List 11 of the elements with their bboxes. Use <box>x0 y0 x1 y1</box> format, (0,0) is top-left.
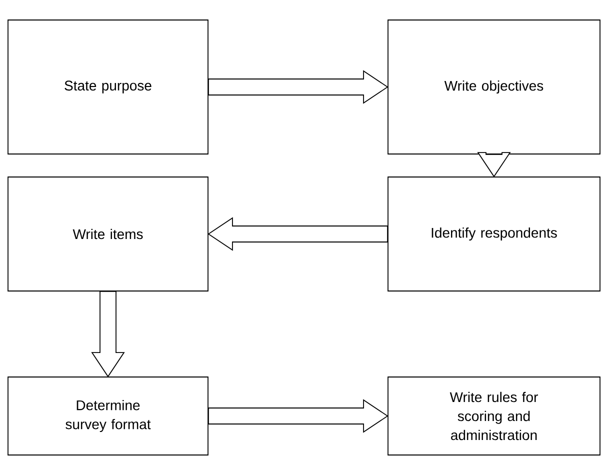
process-box: Determine survey format <box>8 376 208 456</box>
block-arrow <box>91 291 125 378</box>
block-arrow <box>208 70 388 104</box>
block-arrow <box>208 399 388 433</box>
process-box: Identify respondents <box>388 176 600 292</box>
process-box: State purpose <box>8 20 208 154</box>
process-box: Write items <box>8 176 208 292</box>
process-box: Write objectives <box>388 20 600 154</box>
process-box: Write rules for scoring and administration <box>388 376 600 456</box>
block-arrow <box>477 152 511 178</box>
block-arrow <box>208 217 388 251</box>
